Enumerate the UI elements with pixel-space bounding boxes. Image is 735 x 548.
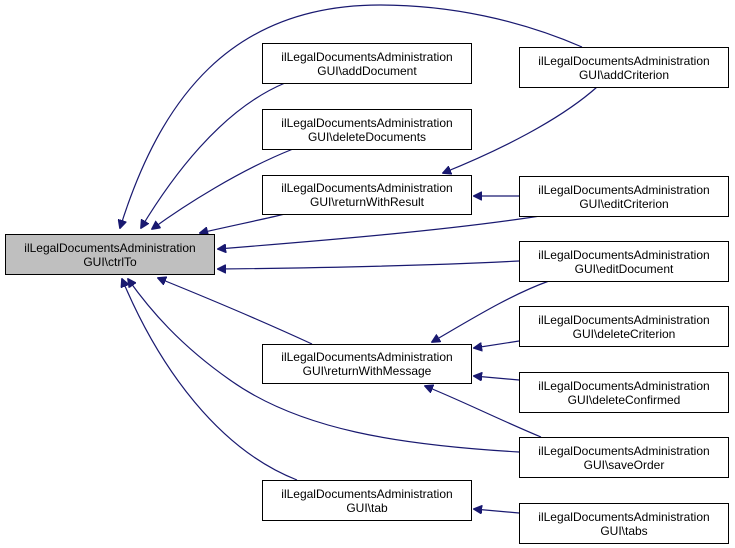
node-editCriterion-method: GUI\editCriterion — [579, 196, 669, 211]
edge-tabs-to-tab — [474, 509, 520, 513]
node-addDocument[interactable]: ilLegalDocumentsAdministration GUI\addDo… — [262, 43, 472, 84]
node-addCriterion-class: ilLegalDocumentsAdministration — [538, 53, 710, 68]
node-editDocument-method: GUI\editDocument — [574, 261, 674, 276]
node-deleteConfirmed-class: ilLegalDocumentsAdministration — [538, 378, 710, 393]
edge-deleteDocuments-to-ctrlTo — [152, 148, 294, 229]
edge-addDocument-to-ctrlTo — [141, 82, 286, 228]
node-tab-method: GUI\tab — [346, 500, 388, 515]
node-deleteCriterion-method: GUI\deleteCriterion — [572, 326, 676, 341]
node-addCriterion[interactable]: ilLegalDocumentsAdministration GUI\addCr… — [519, 47, 729, 88]
node-tab[interactable]: ilLegalDocumentsAdministration GUI\tab — [262, 480, 472, 521]
node-addDocument-method: GUI\addDocument — [317, 63, 417, 78]
node-deleteCriterion[interactable]: ilLegalDocumentsAdministration GUI\delet… — [519, 306, 729, 347]
node-deleteConfirmed-method: GUI\deleteConfirmed — [567, 392, 681, 407]
node-deleteDocuments-method: GUI\deleteDocuments — [307, 129, 427, 144]
node-saveOrder-class: ilLegalDocumentsAdministration — [538, 443, 710, 458]
edge-saveOrder-to-ctrlTo — [128, 279, 520, 453]
edge-editDocument-to-ctrlTo — [218, 260, 520, 269]
edge-returnWithResult-to-ctrlTo — [200, 213, 286, 233]
node-editCriterion[interactable]: ilLegalDocumentsAdministration GUI\editC… — [519, 176, 729, 217]
node-deleteCriterion-class: ilLegalDocumentsAdministration — [538, 312, 710, 327]
node-addDocument-class: ilLegalDocumentsAdministration — [281, 49, 453, 64]
edge-tab-to-ctrlTo — [122, 279, 298, 481]
edge-addCriterion-to-returnWithResult — [443, 86, 598, 173]
node-deleteDocuments[interactable]: ilLegalDocumentsAdministration GUI\delet… — [262, 109, 472, 150]
node-returnWithResult[interactable]: ilLegalDocumentsAdministration GUI\retur… — [262, 175, 472, 215]
node-tab-class: ilLegalDocumentsAdministration — [281, 486, 453, 501]
node-tabs-class: ilLegalDocumentsAdministration — [538, 509, 710, 524]
edge-deleteCriterion-to-returnWithMessage — [474, 340, 520, 348]
edge-returnWithMessage-to-ctrlTo — [158, 278, 313, 345]
edge-editCriterion-to-ctrlTo — [218, 215, 541, 249]
edge-deleteConfirmed-to-returnWithMessage — [474, 376, 520, 380]
node-deleteConfirmed[interactable]: ilLegalDocumentsAdministration GUI\delet… — [519, 372, 729, 413]
node-editDocument-class: ilLegalDocumentsAdministration — [538, 247, 710, 262]
node-saveOrder[interactable]: ilLegalDocumentsAdministration GUI\saveO… — [519, 437, 729, 478]
node-saveOrder-method: GUI\saveOrder — [583, 457, 665, 472]
node-returnWithMessage-method: GUI\returnWithMessage — [302, 364, 432, 378]
edge-addCriterion-to-ctrlTo — [120, 4, 583, 228]
node-returnWithResult-class: ilLegalDocumentsAdministration — [281, 181, 453, 195]
node-tabs[interactable]: ilLegalDocumentsAdministration GUI\tabs — [519, 503, 729, 544]
node-returnWithMessage[interactable]: ilLegalDocumentsAdministration GUI\retur… — [262, 344, 472, 384]
edge-saveOrder-to-returnWithMessage — [425, 386, 542, 438]
node-editDocument[interactable]: ilLegalDocumentsAdministration GUI\editD… — [519, 241, 729, 282]
node-tabs-method: GUI\tabs — [600, 523, 648, 538]
node-ctrlTo[interactable]: ilLegalDocumentsAdministration GUI\ctrlT… — [5, 234, 215, 275]
node-ctrlTo-class: ilLegalDocumentsAdministration — [24, 240, 196, 255]
node-editCriterion-class: ilLegalDocumentsAdministration — [538, 182, 710, 197]
node-returnWithResult-method: GUI\returnWithResult — [309, 195, 425, 209]
node-ctrlTo-method: GUI\ctrlTo — [83, 254, 137, 269]
edge-editDocument-to-returnWithMessage — [432, 280, 550, 342]
node-addCriterion-method: GUI\addCriterion — [578, 67, 670, 82]
node-returnWithMessage-class: ilLegalDocumentsAdministration — [281, 350, 453, 364]
node-deleteDocuments-class: ilLegalDocumentsAdministration — [281, 115, 453, 130]
